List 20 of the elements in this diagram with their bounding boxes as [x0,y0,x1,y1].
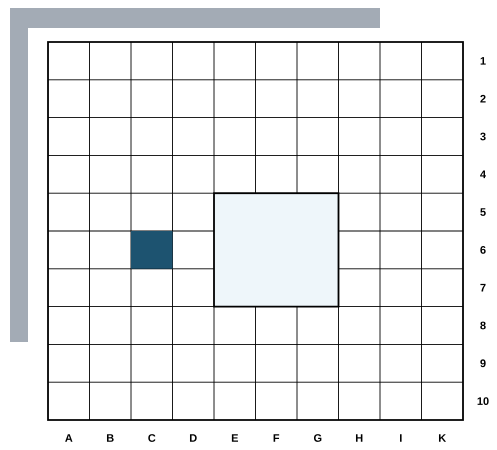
column-letter: G [314,434,322,442]
column-letter: H [356,434,362,442]
row-number: 8 [480,322,486,330]
row-number: 6 [480,246,486,254]
row-number: 10 [478,397,489,405]
row-number: 4 [480,170,486,178]
column-letter: B [106,434,114,442]
row-number: 5 [480,208,486,216]
row-number: 3 [480,132,486,140]
column-letter: F [274,434,280,442]
row-number: 1 [480,57,486,65]
column-letter: K [438,434,446,442]
column-letter: C [148,434,156,442]
column-letter: E [232,434,238,442]
row-number: 7 [480,284,486,292]
row-number: 9 [480,359,486,368]
column-letter: D [190,434,197,442]
column-letter: A [65,434,72,442]
column-letter: I [400,434,402,442]
row-number: 2 [480,94,486,103]
